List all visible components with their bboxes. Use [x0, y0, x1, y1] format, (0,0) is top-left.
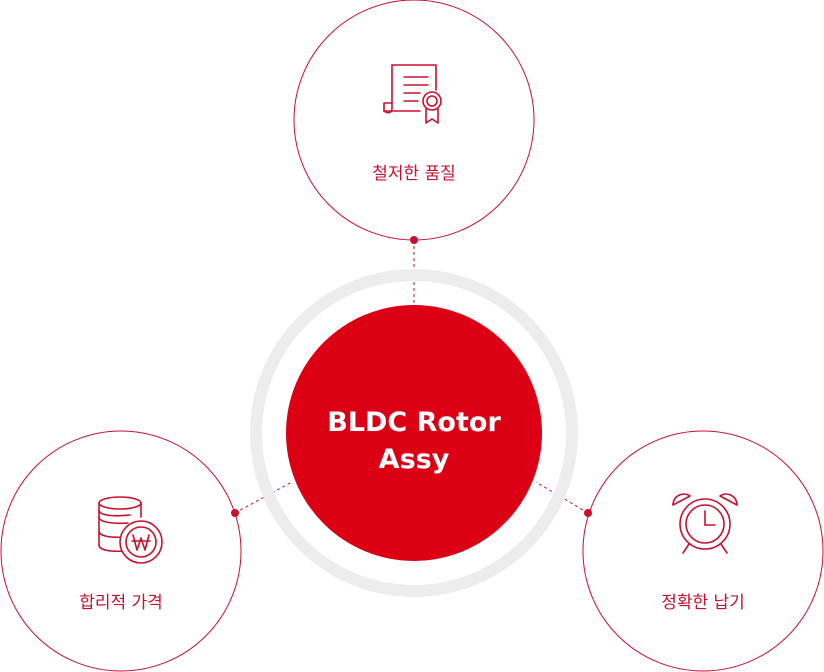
node-price-label: 합리적 가격: [79, 593, 163, 613]
node-delivery-circle: [582, 430, 824, 672]
node-price: 합리적 가격: [0, 430, 242, 672]
node-quality-label: 철저한 품질: [372, 164, 456, 184]
connector-dot-delivery: [584, 509, 592, 517]
node-quality: 철저한 품질: [293, 0, 535, 241]
certificate-icon: [383, 64, 442, 124]
node-delivery: 정확한 납기: [582, 430, 824, 672]
center-ring: [250, 269, 578, 597]
center-title-line1: BLDC Rotor: [327, 407, 501, 438]
coins-won-icon: [98, 496, 163, 564]
center-core: [286, 305, 542, 561]
alarm-clock-icon: [672, 493, 738, 554]
node-delivery-label: 정확한 납기: [661, 593, 745, 613]
connector-dot-price: [231, 509, 239, 517]
center-title-line2: Assy: [379, 444, 450, 475]
node-quality-circle: [293, 0, 535, 241]
connector-dot-quality: [410, 236, 418, 244]
